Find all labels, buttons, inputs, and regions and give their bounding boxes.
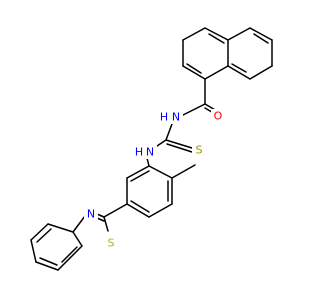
naphthalene-ring bbox=[182, 27, 273, 80]
thiazole-nitrogen-label: N bbox=[87, 208, 95, 221]
thiazole-sulfur-label: S bbox=[108, 237, 115, 250]
tolyl-ring bbox=[126, 164, 196, 218]
thioamide-nitrogen-label: N bbox=[146, 146, 154, 159]
molecule-structure-diagram: O N H N H S N S bbox=[30, 27, 273, 271]
benzothiazole-ring bbox=[30, 203, 128, 271]
amide-linkage bbox=[165, 78, 218, 141]
thioamide-nitrogen-hydrogen-label: H bbox=[135, 146, 143, 159]
amide-nitrogen-hydrogen-label: H bbox=[160, 111, 168, 124]
thiocarbonyl-sulfur-label: S bbox=[196, 144, 203, 157]
amide-nitrogen-label: N bbox=[172, 111, 180, 124]
amide-oxygen-label: O bbox=[214, 110, 223, 123]
